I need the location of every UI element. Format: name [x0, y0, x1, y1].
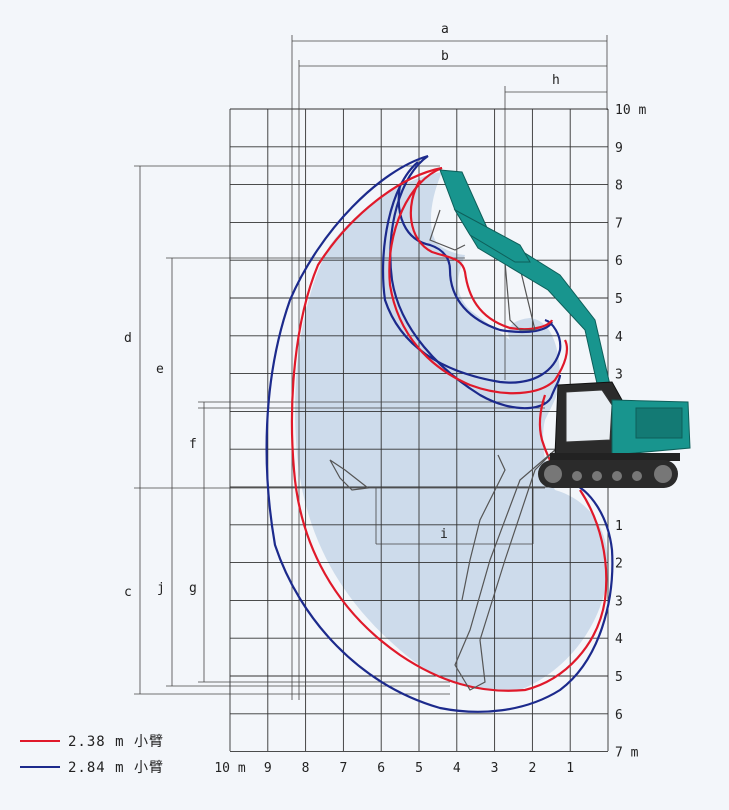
excavator-cab-window — [565, 389, 613, 443]
y-tick-label: 3 — [615, 594, 623, 609]
y-tick-label: 1 — [615, 519, 623, 534]
dim-label-c: c — [124, 585, 132, 600]
excavator-arm — [453, 208, 531, 263]
x-tick-label: 1 — [566, 761, 574, 776]
curve-2-84-reach — [382, 161, 562, 384]
y-tick-label: 4 — [615, 330, 623, 345]
x-tick-label: 6 — [377, 761, 385, 776]
excavator — [439, 169, 691, 488]
x-tick-label: 4 — [453, 761, 461, 776]
legend-label: 2.84 m 小臂 — [68, 760, 165, 776]
y-tick-label: 9 — [615, 141, 623, 156]
dim-label-f: f — [189, 437, 197, 452]
x-tick-label: 3 — [491, 761, 499, 776]
curve-2-38-inner — [388, 166, 569, 395]
y-tick-label: 6 — [615, 708, 623, 723]
x-axis-ticks: 10 m 9 8 7 6 5 4 3 2 1 — [214, 761, 574, 776]
excavator-track — [538, 460, 678, 488]
dim-label-j: j — [157, 581, 165, 596]
dim-label-e: e — [156, 362, 164, 377]
y-tick-label: 7 m — [615, 746, 639, 761]
dim-label-h: h — [552, 73, 560, 88]
x-tick-label: 10 m — [214, 761, 245, 776]
y-tick-label: 5 — [615, 670, 623, 685]
y-tick-label: 5 — [615, 292, 623, 307]
dim-label-a: a — [441, 22, 449, 37]
x-tick-label: 5 — [415, 761, 423, 776]
legend-item-2-84: 2.84 m 小臂 — [20, 754, 240, 780]
x-tick-label: 7 — [339, 761, 347, 776]
legend: 2.38 m 小臂 2.84 m 小臂 — [20, 728, 240, 780]
y-axis-ticks-lower: 1 2 3 4 5 6 7 m — [615, 519, 639, 761]
x-tick-label: 8 — [302, 761, 310, 776]
red-line-icon — [20, 740, 60, 742]
y-tick-label: 2 — [615, 557, 623, 572]
y-tick-label: 3 — [615, 368, 623, 383]
dim-label-d: d — [124, 331, 132, 346]
dim-label-i: i — [440, 527, 448, 542]
grid — [229, 108, 609, 753]
y-tick-label: 10 m — [615, 103, 646, 118]
y-tick-label: 6 — [615, 254, 623, 269]
working-area-fill — [295, 172, 609, 692]
excavator-track-rollers — [544, 465, 672, 483]
legend-item-2-38: 2.38 m 小臂 — [20, 728, 240, 754]
dimension-lines — [134, 35, 608, 700]
y-axis-ticks-upper: 10 m 9 8 7 6 5 4 3 — [615, 103, 646, 383]
excavator-counterweight — [635, 407, 683, 439]
x-tick-label: 2 — [528, 761, 536, 776]
curve-2-84-lower — [397, 184, 553, 334]
y-tick-label: 8 — [615, 179, 623, 194]
dim-label-g: g — [189, 581, 197, 596]
curve-2-84-outer — [265, 154, 614, 713]
excavator-undercarriage — [550, 453, 680, 461]
dim-label-b: b — [441, 49, 449, 64]
y-tick-label: 4 — [615, 632, 623, 647]
legend-label: 2.38 m 小臂 — [68, 734, 165, 750]
y-tick-label: 7 — [615, 216, 623, 231]
x-tick-label: 9 — [264, 761, 272, 776]
curve-2-38-outer — [290, 166, 608, 692]
curve-2-38-reach — [409, 179, 554, 331]
blue-line-icon — [20, 766, 60, 768]
